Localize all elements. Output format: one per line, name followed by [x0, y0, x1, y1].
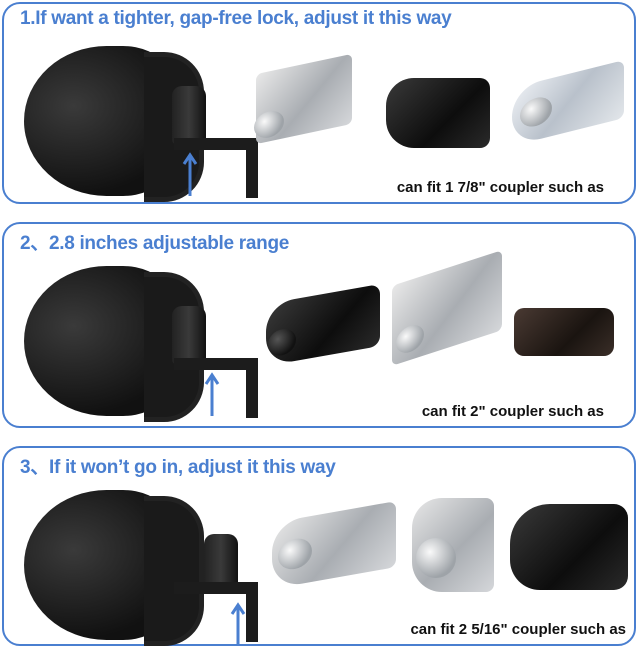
surge-brake-actuator-coupler-image	[392, 250, 502, 366]
section-title: 1.If want a tighter, gap-free lock, adju…	[20, 8, 452, 29]
adjustable-channel-coupler-image	[412, 498, 494, 592]
arrow-up-icon	[182, 152, 198, 196]
section-tighter-lock: 1.If want a tighter, gap-free lock, adju…	[2, 2, 636, 204]
zinc-straight-tongue-coupler-image	[512, 60, 624, 146]
black-a-frame-coupler-image	[386, 78, 490, 148]
coupler-lock-image	[24, 254, 264, 422]
section-adjustable-range: 2、2.8 inches adjustable range can fit 2"…	[2, 222, 636, 428]
coupler-lock-image	[24, 34, 264, 202]
section-title: 2、2.8 inches adjustable range	[20, 233, 290, 254]
black-a-frame-coupler-image	[510, 504, 628, 590]
coupler-fit-caption: can fit 2 5/16" coupler such as	[410, 621, 626, 638]
section-wont-go-in: 3、If it won’t go in, adjust it this way …	[2, 446, 636, 646]
arrow-up-icon	[230, 602, 246, 646]
arrow-up-icon	[204, 372, 220, 416]
keyed-coupler-lock-image	[514, 308, 614, 356]
electric-brake-actuator-coupler-image	[254, 53, 352, 145]
coupler-lock-image	[24, 478, 264, 646]
coupler-fit-caption: can fit 2" coupler such as	[421, 403, 604, 420]
coupler-fit-caption: can fit 1 7/8" coupler such as	[396, 179, 604, 196]
straight-tongue-coupler-image	[272, 501, 396, 589]
black-a-frame-coupler-image	[266, 283, 380, 367]
section-title: 3、If it won’t go in, adjust it this way	[20, 457, 336, 478]
